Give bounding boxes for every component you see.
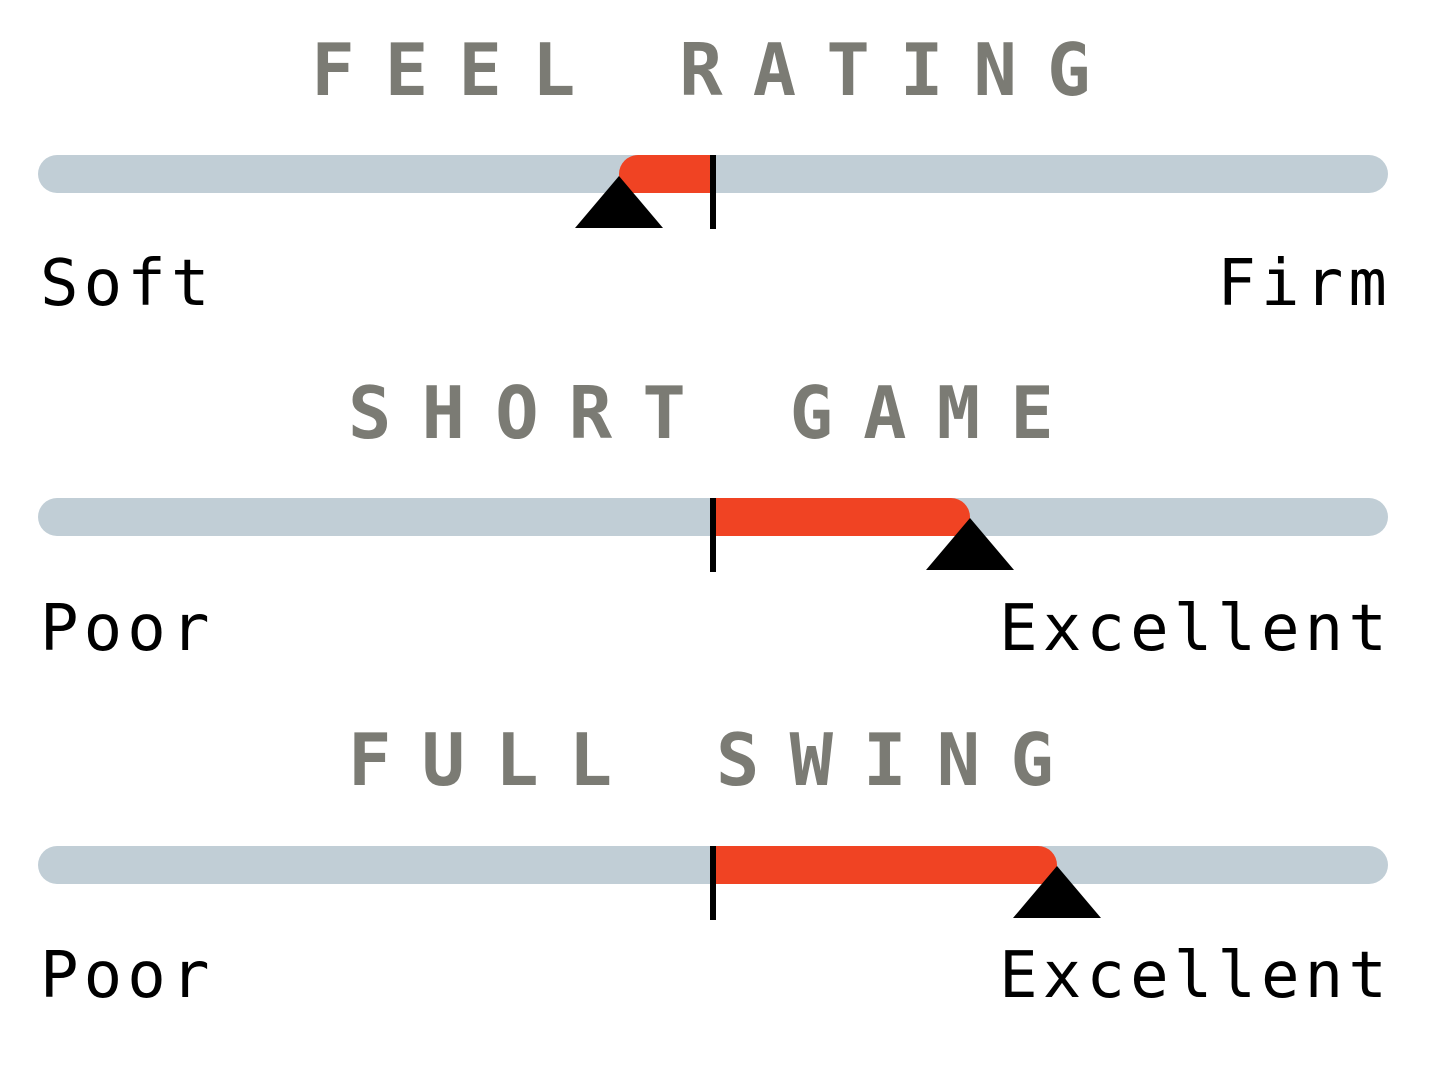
short-game-left-label: Poor bbox=[40, 592, 215, 666]
short-game-marker-icon bbox=[925, 518, 1014, 570]
feel-rating-title: FEEL RATING bbox=[311, 28, 1121, 112]
full-swing-fill bbox=[713, 846, 1058, 884]
short-game-section: SHORT GAME Poor Excellent bbox=[38, 371, 1392, 666]
feel-rating-right-label: Firm bbox=[1217, 247, 1392, 321]
short-game-right-label: Excellent bbox=[999, 592, 1392, 666]
full-swing-marker-icon bbox=[1013, 866, 1102, 918]
full-swing-left-label: Poor bbox=[40, 939, 215, 1013]
full-swing-right-label: Excellent bbox=[999, 939, 1392, 1013]
full-swing-title: FULL SWING bbox=[348, 718, 1084, 802]
feel-rating-marker-icon bbox=[574, 176, 663, 228]
feel-rating-center-line bbox=[710, 155, 716, 229]
feel-rating-section: FEEL RATING Soft Firm bbox=[0, 0, 1432, 340]
short-game-title: SHORT GAME bbox=[348, 371, 1084, 455]
full-swing-center-line bbox=[710, 846, 716, 920]
feel-rating-left-label: Soft bbox=[40, 247, 215, 321]
full-swing-section: FULL SWING Poor Excellent bbox=[38, 718, 1392, 1013]
short-game-center-line bbox=[710, 498, 716, 572]
